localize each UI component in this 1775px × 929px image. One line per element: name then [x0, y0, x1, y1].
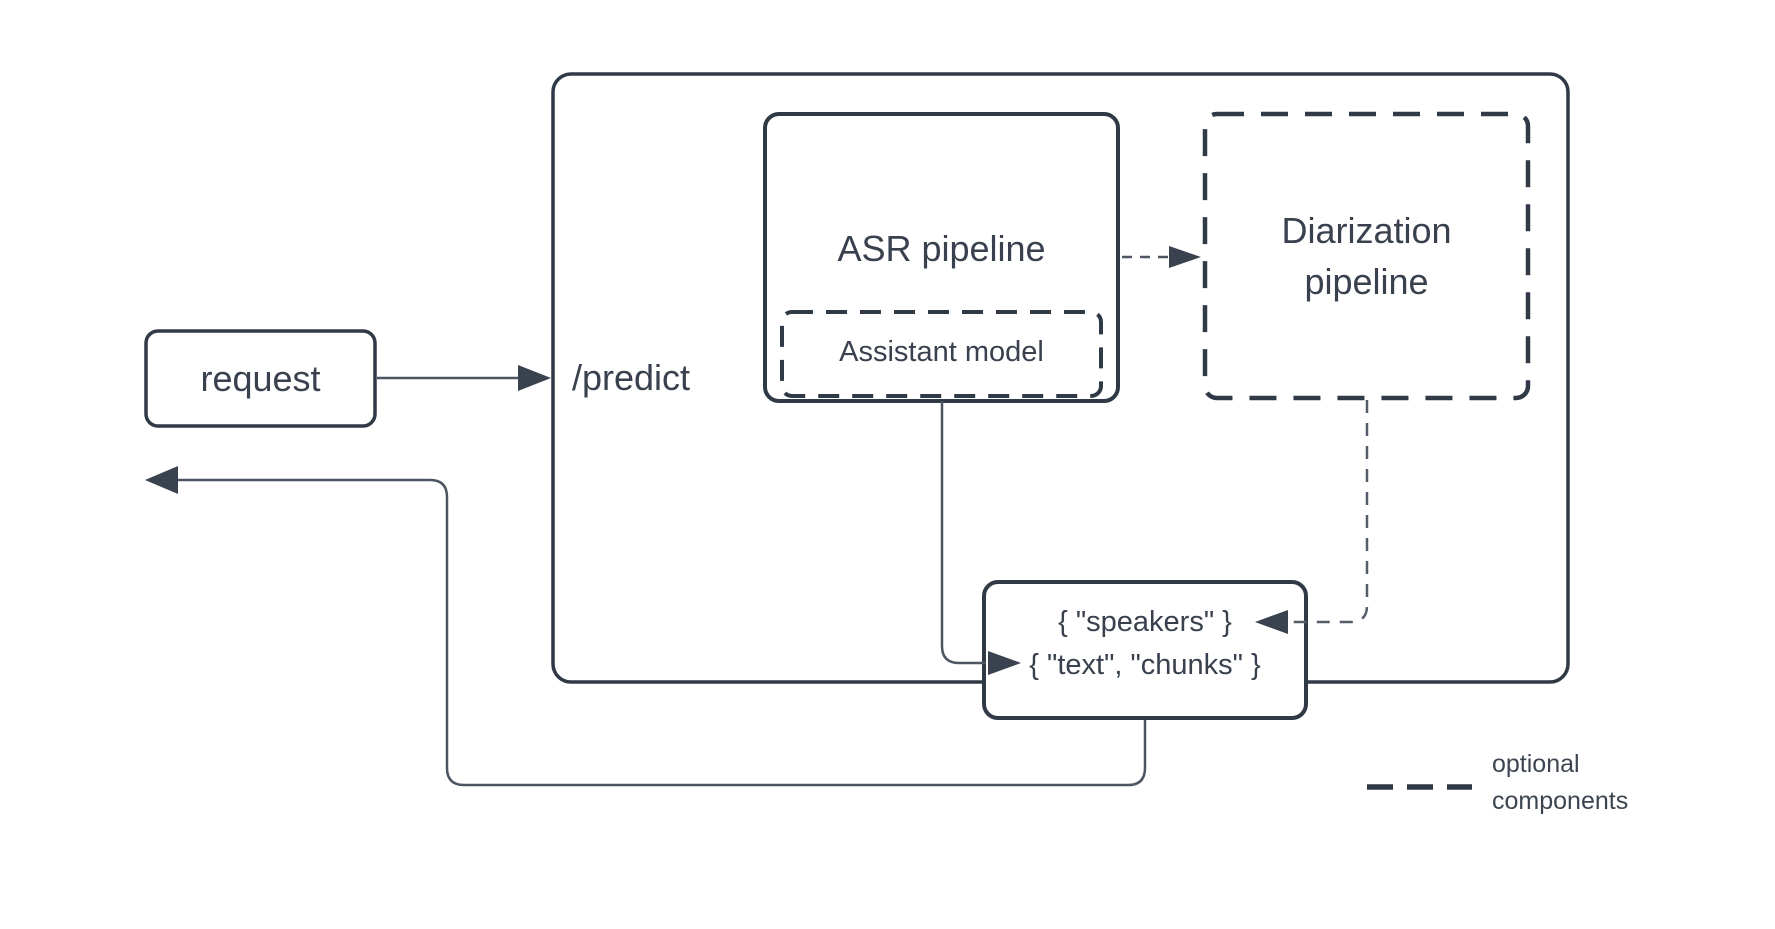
results-speakers-line: { "speakers" }	[1058, 606, 1232, 638]
results-return-arrowhead	[145, 466, 178, 494]
assistant-model-box	[780, 310, 1103, 398]
assistant-model-label: Assistant model	[839, 336, 1044, 368]
legend-label: optional components	[1492, 746, 1628, 820]
results-return-line	[176, 478, 1147, 787]
diarization-pipeline-label: Diarization pipeline	[1205, 114, 1528, 398]
request-box	[144, 329, 377, 428]
legend-label-line-1: optional	[1492, 750, 1580, 778]
assistant-to-results-line	[940, 401, 986, 665]
diarization-to-results-arrowhead	[1255, 610, 1288, 634]
assistant-to-results-arrowhead	[988, 651, 1021, 675]
asr-to-diarization-arrowhead	[1169, 246, 1201, 268]
legend-label-line-2: components	[1492, 787, 1629, 815]
request-label: request	[200, 357, 321, 399]
results-box	[982, 580, 1308, 720]
diarization-label-line-2: pipeline	[1304, 261, 1429, 302]
diarization-label-line-1: Diarization	[1281, 210, 1452, 251]
results-text-chunks-line: { "text", "chunks" }	[1029, 649, 1261, 681]
results-label: { "speakers" } { "text", "chunks" }	[984, 582, 1306, 718]
predict-label: /predict	[572, 357, 691, 398]
asr-pipeline-label: ASR pipeline	[837, 228, 1046, 269]
diarization-pipeline-box	[1202, 111, 1531, 401]
diarization-to-results-line	[1292, 400, 1369, 624]
request-to-predict-arrowhead	[518, 365, 551, 391]
